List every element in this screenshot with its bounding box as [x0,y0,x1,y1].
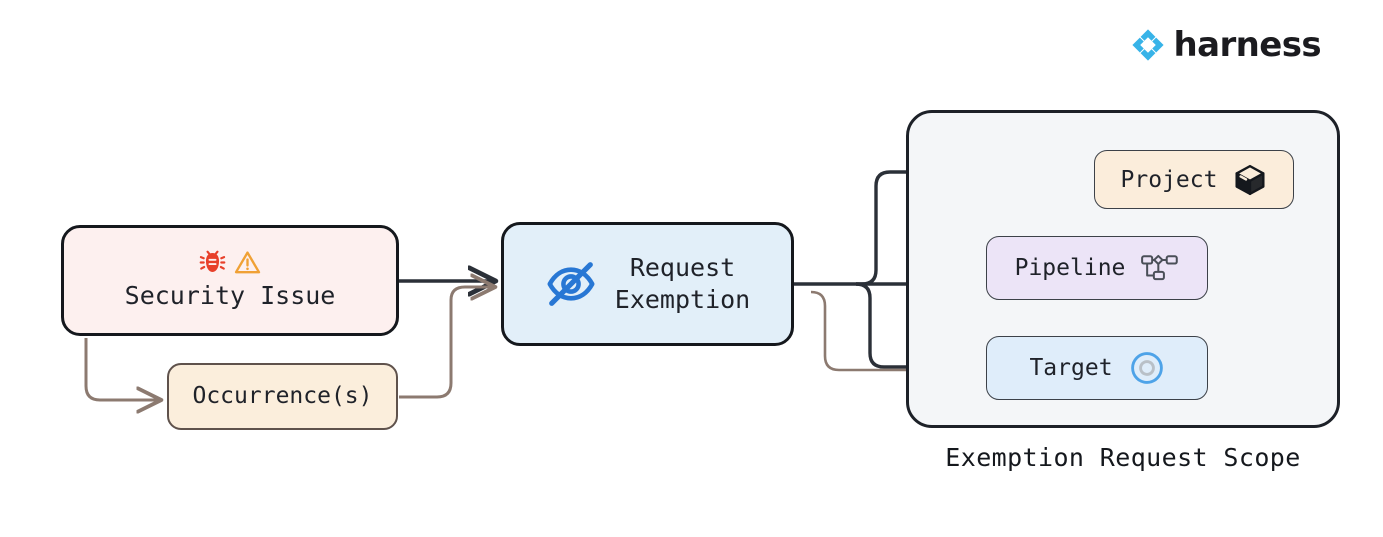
edge-occurrences-to-exemption [399,287,492,399]
node-project[interactable]: Project [1094,150,1294,209]
node-target[interactable]: Target [986,336,1208,400]
bug-body [205,253,220,272]
project-label: Project [1120,166,1218,193]
harness-brand-name: harness [1173,25,1322,65]
request-exemption-label-line2: Exemption [614,285,751,314]
security-issue-label: Security Issue [124,281,336,310]
request-exemption-label: Request Exemption [615,252,750,316]
scope-caption: Exemption Request Scope [945,443,1301,472]
bug-icon [199,250,226,272]
harness-brand-logo: harness [1131,25,1322,65]
edge-exemption-to-target [855,282,977,367]
node-occurrences[interactable]: Occurrence(s) [167,363,398,430]
harness-diamond-logo-icon [1131,29,1164,61]
cube-box-icon [1235,164,1265,195]
request-exemption-label-line1: Request [629,253,736,282]
occurrences-label: Occurrence(s) [192,382,373,409]
node-security-issue[interactable]: Security Issue [61,225,399,336]
pipeline-nodes-icon [1141,254,1179,281]
warning-triangle-icon [234,251,261,274]
edge-security-to-occurrences [84,338,158,400]
edge-occurrences-to-target [810,290,977,370]
pipeline-label: Pipeline [1014,255,1126,281]
node-pipeline[interactable]: Pipeline [986,236,1208,300]
target-circle-icon [1130,352,1163,384]
target-label: Target [1029,355,1113,381]
node-request-exemption[interactable]: Request Exemption [501,222,794,346]
security-issue-icon-row [199,249,261,276]
eye-off-icon [547,262,595,306]
